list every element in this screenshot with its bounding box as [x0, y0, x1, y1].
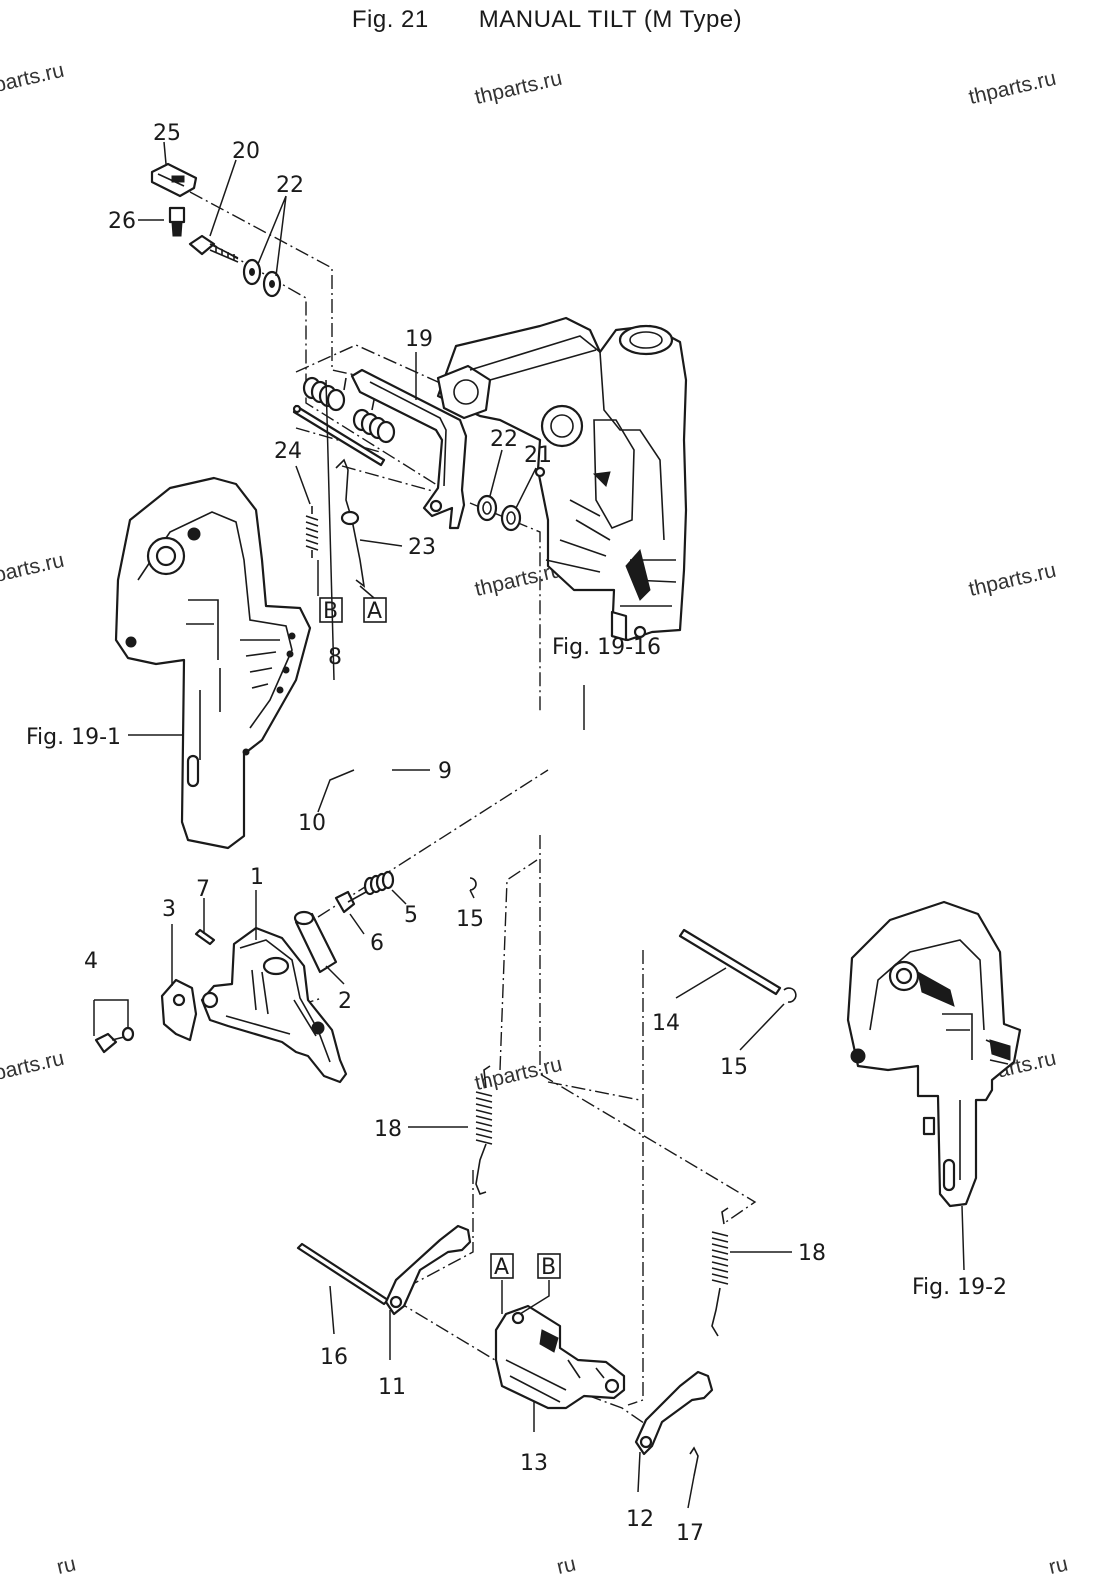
- fig-ref-19-1: Fig. 19-1: [26, 725, 121, 750]
- part-3-plate: [160, 978, 198, 1042]
- part-label-17: 17: [676, 1521, 704, 1546]
- part-24-spring: [305, 506, 319, 558]
- part-2-collar: [293, 910, 338, 974]
- part-label-22: 22: [276, 173, 304, 198]
- part-label-4: 4: [84, 949, 98, 974]
- ref-a-lower-label: A: [494, 1255, 509, 1280]
- part-17-cotter-pin: [689, 1446, 699, 1477]
- part-label-18: 18: [374, 1117, 402, 1142]
- ref-b-lower-label: B: [541, 1255, 556, 1280]
- figure-ref-labels: Fig. 19-1 Fig. 19-16 Fig. 19-2: [26, 635, 1007, 1300]
- part-label-19: 19: [405, 327, 433, 352]
- ref-box-b-lower: B: [537, 1253, 561, 1280]
- ref-box-a-lower: A: [490, 1253, 514, 1280]
- part-7-pin: [194, 928, 216, 946]
- part-label-5: 5: [404, 903, 418, 928]
- part-13-plate: [494, 1304, 626, 1410]
- part-label-3: 3: [162, 897, 176, 922]
- part-label-26: 26: [108, 209, 136, 234]
- part-8-spring: [302, 376, 347, 412]
- part-19-bracket: [350, 368, 468, 530]
- part-label-20: 20: [232, 139, 260, 164]
- part-label-22b: 22: [490, 427, 518, 452]
- part-22-washer-right: [476, 494, 498, 522]
- bracket-fig-19-2: [846, 900, 1022, 1208]
- part-label-10: 10: [298, 811, 326, 836]
- part-label-7: 7: [196, 877, 210, 902]
- part-6-plunger: [334, 890, 367, 914]
- part-14-shaft: [678, 928, 782, 996]
- part-25-clip: [150, 162, 198, 198]
- swivel-bracket-fig-19-16: [436, 316, 688, 642]
- part-label-24: 24: [274, 439, 302, 464]
- part-label-18b: 18: [798, 1241, 826, 1266]
- part-10-pin: [292, 404, 386, 467]
- part-label-15b: 15: [720, 1055, 748, 1080]
- part-label-25: 25: [153, 121, 181, 146]
- part-labels: 25 20 22 26 19 22 21 24 23 8 9 10 1 7 3 …: [84, 121, 826, 1546]
- part-11-lever: [384, 1224, 472, 1316]
- part-12-lever: [634, 1370, 714, 1456]
- figure-number: Fig. 21: [351, 6, 429, 33]
- part-4-bolt: [93, 999, 135, 1054]
- bracket-fig-19-1: [114, 476, 312, 850]
- part-label-12: 12: [626, 1507, 654, 1532]
- part-20-bolt: [188, 234, 239, 263]
- figure-name: MANUAL TILT (M Type): [478, 6, 743, 33]
- fig-ref-19-2: Fig. 19-2: [912, 1275, 1007, 1300]
- part-label-2: 2: [338, 989, 352, 1014]
- part-label-23: 23: [408, 535, 436, 560]
- part-21-washer: [500, 504, 522, 532]
- part-label-15: 15: [456, 907, 484, 932]
- part-label-8: 8: [328, 645, 342, 670]
- part-label-21: 21: [524, 443, 552, 468]
- figure-title: Fig. 21 MANUAL TILT (M Type): [0, 6, 1094, 34]
- ref-b-label: B: [323, 599, 338, 624]
- leader-lines: [128, 141, 965, 1509]
- part-22-washer: [242, 258, 282, 298]
- part-5-spring: [363, 870, 395, 896]
- part-label-14: 14: [652, 1011, 680, 1036]
- part-label-9: 9: [438, 759, 452, 784]
- part-9-spring: [352, 399, 396, 444]
- part-23-rod: [335, 458, 366, 588]
- part-1-tilt-lever: [200, 926, 348, 1084]
- part-label-16: 16: [320, 1345, 348, 1370]
- part-label-1: 1: [250, 865, 264, 890]
- ref-box-b: B: [319, 597, 343, 624]
- part-label-6: 6: [370, 931, 384, 956]
- part-16-pin: [296, 1242, 390, 1306]
- ref-a-label: A: [367, 599, 382, 624]
- part-15-clip: [469, 877, 797, 1003]
- part-label-11: 11: [378, 1375, 406, 1400]
- part-18-spring-right: [711, 1207, 729, 1337]
- fig-ref-19-16: Fig. 19-16: [552, 635, 661, 660]
- ref-box-a: A: [363, 597, 387, 624]
- part-18-spring: [475, 1065, 493, 1195]
- part-label-13: 13: [520, 1451, 548, 1476]
- part-26-screw: [168, 206, 186, 237]
